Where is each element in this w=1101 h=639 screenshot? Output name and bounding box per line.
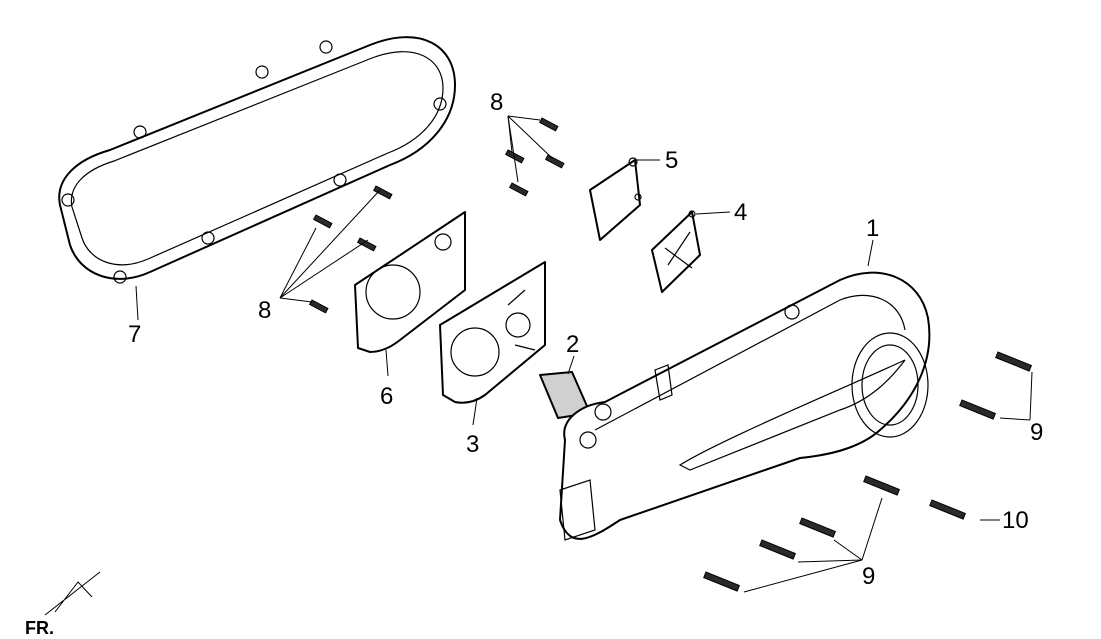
callout-4: 4 <box>734 199 747 226</box>
callout-6: 6 <box>380 383 393 410</box>
callout-labels: 1 2 3 4 5 6 7 8 8 9 9 10 <box>128 89 1043 590</box>
callout-9-bottom: 9 <box>862 563 875 590</box>
callout-1: 1 <box>866 215 879 242</box>
leader-lines <box>135 115 1033 593</box>
plate-part-5 <box>589 157 642 241</box>
callout-2: 2 <box>566 331 579 358</box>
bolt-group-8 <box>308 117 565 314</box>
bolt-part-10 <box>929 499 967 520</box>
callout-7: 7 <box>128 321 141 348</box>
bolt-group-9 <box>703 351 1033 592</box>
callout-10: 10 <box>1002 507 1029 534</box>
callout-9-right: 9 <box>1030 419 1043 446</box>
cover-part-1 <box>559 271 931 541</box>
callout-3: 3 <box>466 431 479 458</box>
gasket-part-7 <box>58 36 456 284</box>
callout-8-top: 8 <box>490 89 503 116</box>
callout-5: 5 <box>665 147 678 174</box>
orientation-label: FR. <box>25 618 54 638</box>
callout-8-left: 8 <box>258 297 271 324</box>
orientation-indicator: FR. <box>25 571 101 638</box>
plate-part-6 <box>354 211 466 353</box>
plate-part-3 <box>439 261 546 404</box>
plate-part-4 <box>651 210 701 293</box>
